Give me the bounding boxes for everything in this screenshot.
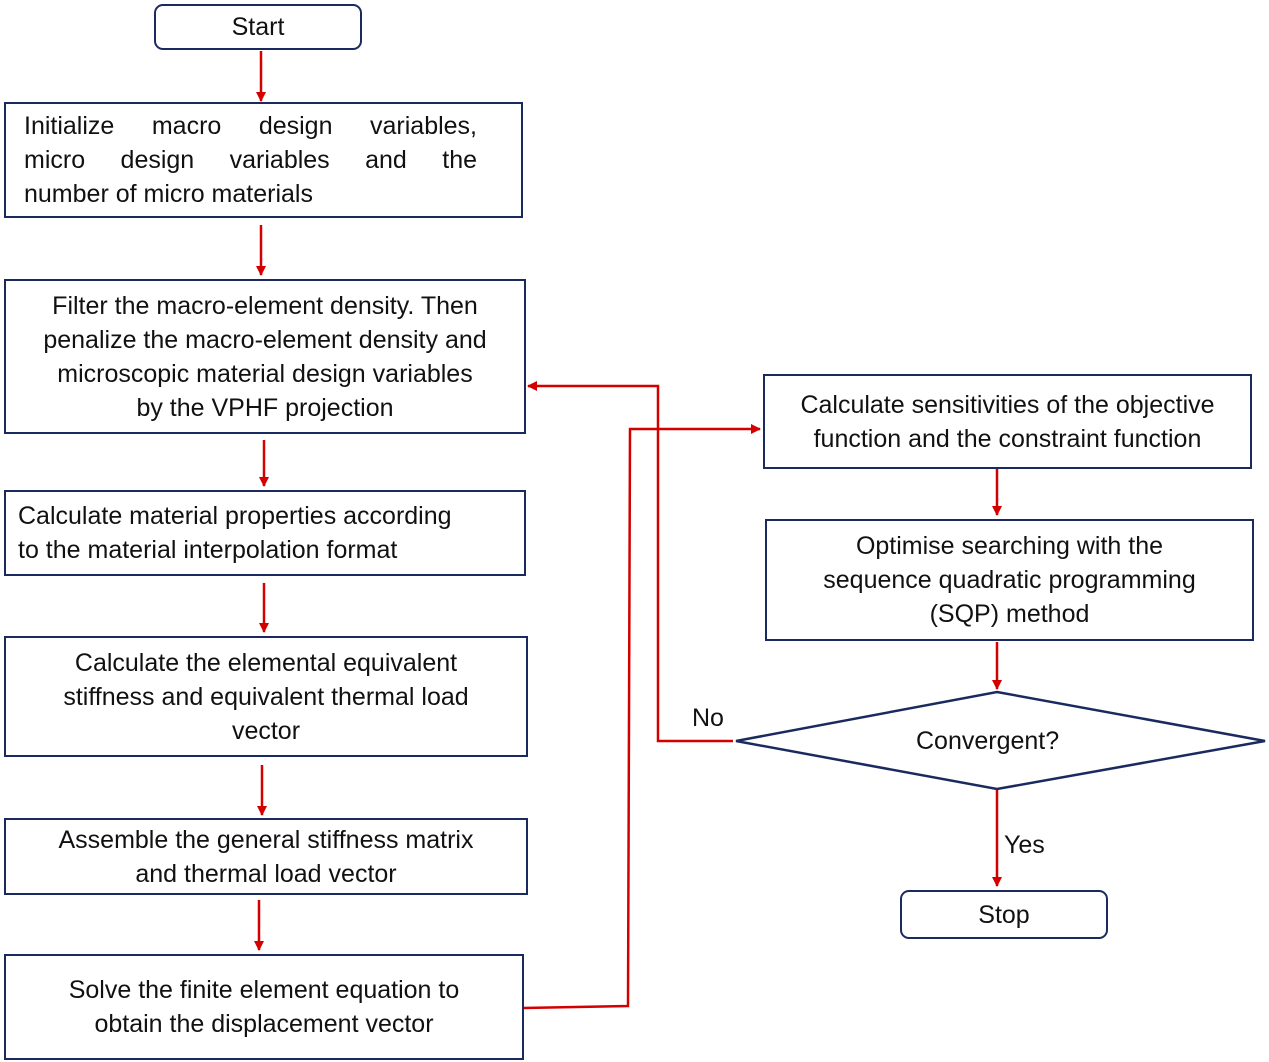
material-line-1: Calculate material properties according	[18, 502, 452, 530]
decision-diamond	[735, 690, 1266, 791]
initialize-box: Initialize macro design variables, micro…	[4, 102, 523, 218]
sensitivities-box: Calculate sensitivities of the objective…	[763, 374, 1252, 469]
elemental-box: Calculate the elemental equivalent stiff…	[4, 636, 528, 757]
material-properties-box: Calculate material properties according …	[4, 490, 526, 576]
sensitivities-line-1: Calculate sensitivities of the objective	[800, 390, 1215, 419]
solve-box: Solve the finite element equation to obt…	[4, 954, 524, 1060]
elemental-line-3: vector	[231, 716, 301, 745]
yes-label: Yes	[1004, 831, 1045, 859]
arrow-decision-no-to-filter	[527, 381, 733, 743]
assemble-box: Assemble the general stiffness matrix an…	[4, 818, 528, 895]
start-node: Start	[154, 4, 362, 50]
no-label: No	[692, 704, 724, 732]
optimise-line-2: sequence quadratic programming	[823, 566, 1196, 594]
assemble-line-1: Assemble the general stiffness matrix	[58, 825, 474, 854]
arrow-solve-to-sensitivities	[522, 424, 761, 1010]
optimise-box: Optimise searching with the sequence qua…	[765, 519, 1254, 641]
stop-node: Stop	[900, 890, 1108, 939]
filter-line-4: by the VPHF projection	[136, 393, 394, 422]
filter-line-3: microscopic material design variables	[57, 359, 473, 388]
initialize-line-2: micro design variables and the	[24, 146, 477, 174]
start-label: Start	[231, 13, 285, 41]
elemental-line-1: Calculate the elemental equivalent	[74, 648, 458, 677]
stop-label: Stop	[978, 900, 1030, 929]
material-line-2: to the material interpolation format	[18, 536, 398, 564]
optimise-line-3: (SQP) method	[929, 600, 1090, 628]
optimise-line-1: Optimise searching with the	[855, 532, 1164, 560]
filter-box: Filter the macro-element density. Then p…	[4, 279, 526, 434]
elemental-line-2: stiffness and equivalent thermal load	[63, 682, 469, 711]
initialize-line-3: number of micro materials	[24, 180, 313, 208]
solve-line-2: obtain the displacement vector	[94, 1010, 434, 1038]
filter-line-2: penalize the macro-element density and	[43, 325, 487, 354]
decision-label: Convergent?	[916, 727, 1060, 755]
assemble-line-2: and thermal load vector	[135, 859, 397, 888]
initialize-line-1: Initialize macro design variables,	[24, 112, 477, 140]
filter-line-1: Filter the macro-element density. Then	[52, 291, 478, 320]
sensitivities-line-2: function and the constraint function	[813, 424, 1202, 453]
solve-line-1: Solve the finite element equation to	[68, 976, 460, 1004]
